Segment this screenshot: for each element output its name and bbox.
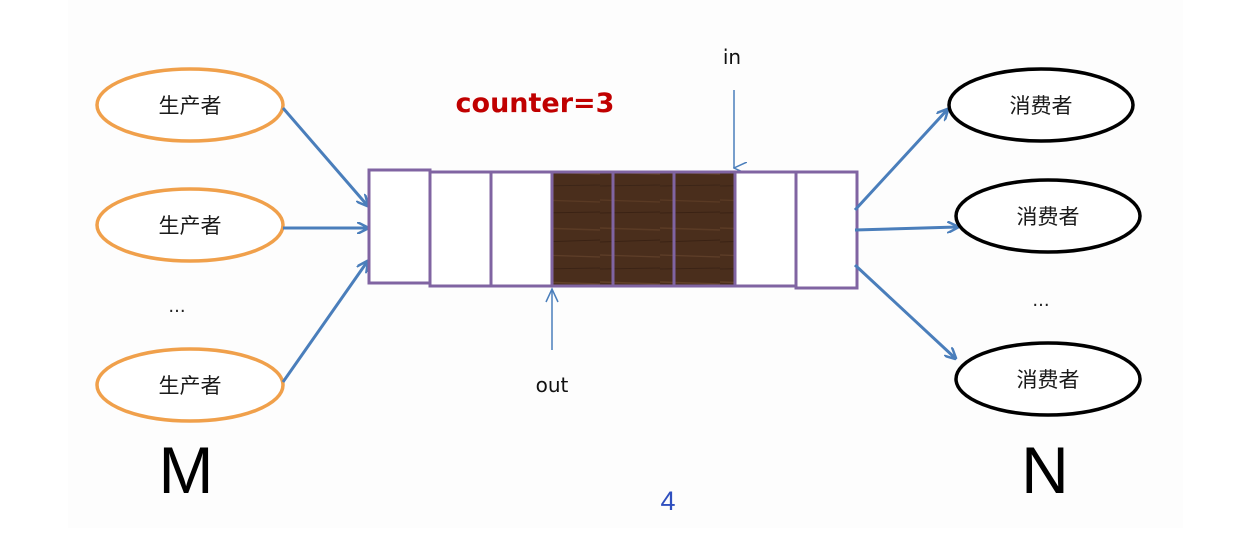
- consumer-label-2: 消费者: [1017, 205, 1080, 229]
- buffer-slot-empty: [733, 170, 798, 288]
- out-pointer-arrowhead: [545, 287, 559, 303]
- buffer-slot-empty: [794, 170, 859, 290]
- counter-label: counter=3: [456, 88, 615, 119]
- producer-arrow-3: [281, 262, 367, 383]
- buffer-slot-empty: [489, 170, 554, 288]
- consumer-ellipse-2: 消费者: [954, 178, 1142, 254]
- producer-label-3: 生产者: [159, 374, 222, 398]
- consumer-label-3: 消费者: [1017, 368, 1080, 392]
- consumer-ellipsis: ...: [1032, 290, 1049, 311]
- consumer-count-label: N: [1021, 433, 1069, 507]
- producer-ellipsis: ...: [168, 296, 185, 317]
- producer-ellipse-3: 生产者: [95, 347, 285, 423]
- consumer-arrow-2: [854, 227, 957, 230]
- producer-ellipse-1: 生产者: [95, 67, 285, 143]
- producer-label-2: 生产者: [159, 214, 222, 238]
- consumer-arrow-1: [853, 110, 947, 212]
- producer-label-1: 生产者: [159, 94, 222, 118]
- buffer-slot-filled: [672, 170, 737, 288]
- circular-buffer: [367, 168, 859, 290]
- out-label: out: [536, 373, 569, 397]
- buffer-slot-filled: [611, 170, 676, 288]
- in-label: in: [723, 45, 741, 69]
- consumer-arrow-3: [853, 263, 955, 358]
- consumer-label-1: 消费者: [1010, 94, 1073, 118]
- page-number: 4: [660, 486, 675, 516]
- buffer-slot-empty: [428, 170, 493, 288]
- consumer-ellipse-3: 消费者: [954, 341, 1142, 417]
- buffer-slot-filled: [550, 170, 615, 288]
- consumer-ellipse-1: 消费者: [947, 67, 1135, 143]
- producer-ellipse-2: 生产者: [95, 187, 285, 263]
- buffer-slot-empty: [367, 168, 432, 285]
- producer-arrow-1: [281, 107, 367, 205]
- producer-count-label: M: [159, 433, 214, 507]
